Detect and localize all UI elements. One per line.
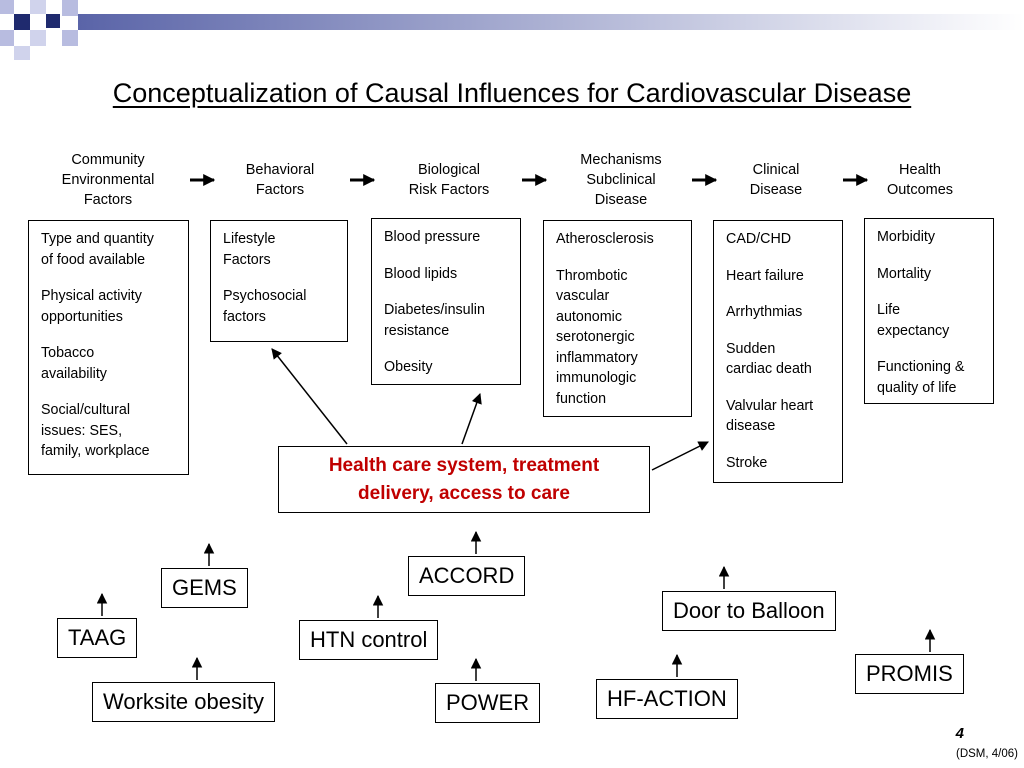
study-taag: TAAG [57,618,138,658]
clinical-disease-box: CAD/CHD Heart failure Arrhythmias Sudden… [713,220,843,483]
influence-arrow [461,393,482,445]
study-power: POWER [435,683,541,723]
community-factors-box: Type and quantity of food available Phys… [28,220,189,475]
influence-arrow [271,348,348,445]
box-item: Morbidity [877,229,935,245]
box-item: Heart failure [726,267,804,284]
page-title: Conceptualization of Causal Influences f… [112,78,912,108]
deco-square [0,0,14,14]
box-item: Life expectancy [877,302,950,339]
page-number: 4 [955,725,964,742]
box-item: Mortality [877,265,932,282]
column-header-behavioral: Behavioral Factors [245,162,315,198]
health-outcomes-box: Morbidity Mortality Life expectancy Func… [864,218,994,404]
box-item: Thrombotic vascular autonomic serotonerg… [556,267,638,407]
footnote: (DSM, 4/06) [956,748,1018,760]
box-item: Social/cultural issues: SES, family, wor… [41,402,150,459]
column-header-biological: Biological Risk Factors [408,162,490,198]
deco-square [30,0,46,14]
study-promis: PROMIS [855,654,964,694]
influence-arrow [651,441,709,471]
box-item: Arrhythmias [726,304,803,320]
box-item: Lifestyle Factors [223,231,276,268]
box-item: Functioning & quality of life [877,359,965,396]
study-htn-control: HTN control [299,620,439,660]
deco-square [0,30,14,46]
study-door-to-balloon: Door to Balloon [662,591,836,631]
box-item: Physical activity opportunities [41,288,142,325]
box-item: Type and quantity of food available [41,231,154,268]
biological-risk-box: Blood pressure Blood lipids Diabetes/ins… [371,218,521,385]
box-item: Atherosclerosis [556,231,654,247]
deco-square [62,0,78,16]
mechanisms-box: Atherosclerosis Thrombotic vascular auto… [543,220,692,417]
deco-square [46,14,60,28]
study-hf-action: HF-ACTION [596,679,738,719]
health-care-system-box: Health care system, treatment delivery, … [278,446,650,513]
box-item: Obesity [384,359,433,375]
box-item: Psychosocial factors [223,288,307,325]
deco-square [62,30,78,46]
column-header-community: Community Environmental Factors [61,152,155,208]
deco-square [14,46,30,60]
box-item: Stroke [726,454,768,471]
behavioral-factors-box: Lifestyle Factors Psychosocial factors [210,220,348,342]
box-item: Diabetes/insulin resistance [384,302,485,339]
deco-square [30,30,46,46]
study-worksite-obesity: Worksite obesity [92,682,275,722]
deco-square [14,14,30,30]
header-band [78,14,1024,30]
study-accord: ACCORD [408,556,526,596]
column-header-mechanisms: Mechanisms Subclinical Disease [580,152,662,208]
box-item: Blood pressure [384,229,481,245]
box-item: CAD/CHD [726,231,792,247]
column-header-health-outcomes: Health Outcomes [886,162,954,198]
box-item: Valvular heart disease [726,397,814,435]
box-item: Tobacco availability [41,345,107,382]
box-item: Sudden cardiac death [726,340,812,378]
box-item: Blood lipids [384,265,458,282]
column-header-clinical: Clinical Disease [749,162,803,198]
study-gems: GEMS [161,568,248,608]
